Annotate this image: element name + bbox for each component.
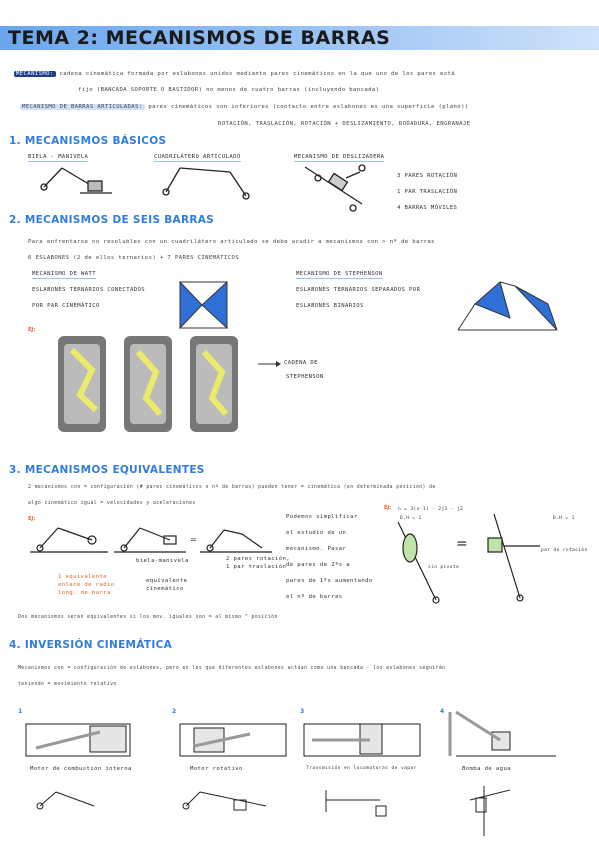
equiv-example-tag-1: EJ: [28, 516, 36, 522]
svg-text:=: = [456, 536, 468, 552]
equiv-para-2: el estudio de un [286, 530, 347, 536]
equiv-cap-sin-pivote: sin pivote [428, 565, 460, 570]
inversion-num-2: 2 [172, 708, 177, 715]
inversion-num-3: 3 [300, 708, 305, 715]
equiv-cap-4a: equivalente [146, 578, 188, 584]
label-watt: MECANISMO DE WATT [32, 271, 97, 279]
equiv-formula: n = 3(n-1) - 2j1 - j2 [398, 507, 464, 512]
watt-desc-1: ESLABONES TERNARIOS CONECTADOS [32, 287, 146, 293]
steph-desc-2: ESLABONES BINARIOS [296, 303, 364, 309]
inversion-num-1: 1 [18, 708, 23, 715]
equiv-cap-3b: enlace de radio [58, 582, 115, 588]
equivalent-ex2-drawings: = [397, 513, 540, 604]
intro-line-2: fijo (BANCADA SOPORTE O BASTIDOR) no men… [78, 87, 380, 93]
equiv-para-6: el nº de barras [286, 594, 343, 600]
inversion-line-1: Mecanismos con = configuración de eslabo… [18, 666, 446, 671]
inversion-cap-2: Motor rotativo [190, 766, 243, 772]
section-1-heading: 1. MECANISMOS BÁSICOS [9, 135, 167, 147]
boot-illustrations [58, 336, 281, 432]
equiv-para-3: mecanismo. Pasar [286, 546, 347, 552]
equiv-dof-2: D.H = 1 [553, 516, 575, 521]
cadena-label-1: CADENA DE [284, 360, 318, 366]
inversion-cap-4: Bomba de agua [462, 766, 511, 772]
equiv-para-4: de pares de 2ºs a [286, 562, 351, 568]
title-bar [0, 26, 599, 50]
six-line-2: 6 ESLABONES (2 de ellos ternarios) + 7 P… [28, 255, 239, 261]
page-title: TEMA 2: MECANISMOS DE BARRAS [8, 27, 391, 49]
equiv-line-1: 2 mecanismos con = configuración (# pare… [28, 485, 436, 490]
cuadrilatero-diagram [162, 167, 250, 200]
inversion-cap-1: Motor de combustión interna [30, 766, 132, 772]
inversion-line-2: teniendo = movimiento relativo [18, 682, 117, 687]
equiv-cap-biela: biela-manivela [136, 558, 189, 564]
label-deslizadera: MECANISMO DE DESLIZADERA [294, 154, 385, 162]
watt-diagram [179, 280, 228, 330]
six-example-tag: EJ: [28, 327, 36, 333]
note-pares-rotacion: 3 PARES ROTACIÓN [397, 173, 458, 179]
equiv-para-1: Podemos simplificar [286, 514, 358, 520]
label-biela-manivela: BIELA - MANIVELA [28, 154, 89, 162]
term-barras-articuladas: MECANISMO DE BARRAS ARTICULADAS: [20, 104, 145, 110]
watt-desc-2: POR PAR CINEMÁTICO [32, 303, 100, 309]
equiv-line-2: algo cinemático igual = velocidades y ac… [28, 501, 196, 506]
equiv-cap-4b: cinemático [146, 586, 184, 592]
deslizadera-diagram [304, 164, 366, 212]
inversion-num-4: 4 [440, 708, 445, 715]
equiv-dof-1: D.H = 1 [400, 516, 422, 521]
cadena-label-2: STEPHENSON [286, 374, 324, 380]
label-cuadrilatero: CUADRILÁTERO ARTICULADO [154, 154, 241, 162]
stephenson-diagram [457, 281, 558, 331]
steph-desc-1: ESLABONES TERNARIOS SEPARADOS POR [296, 287, 421, 293]
equiv-cap-2b: 1 par traslación [226, 564, 287, 570]
biela-manivela-diagram [40, 167, 112, 194]
intro-text-1: cadena cinemática formada por eslabones … [59, 71, 456, 77]
equiv-cap-3c: long. de barra [58, 590, 111, 596]
section-4-heading: 4. INVERSIÓN CINEMÁTICA [9, 639, 173, 651]
section-2-heading: 2. MECANISMOS DE SEIS BARRAS [9, 214, 215, 226]
equiv-example-tag-2: EJ: [384, 505, 392, 511]
inversion-cap-3: Transmisión en locomotoras de vapor [306, 766, 417, 771]
note-par-traslacion: 1 PAR TRASLACIÓN [397, 189, 458, 195]
intro-line-4: ROTACIÓN, TRASLACIÓN, ROTACIÓN + DESLIZA… [218, 121, 471, 127]
svg-text:=: = [190, 535, 197, 544]
equiv-footer: Dos mecanismos serán equivalentes si los… [18, 615, 278, 620]
equiv-cap-2a: 2 pares rotación, [226, 556, 291, 562]
equiv-cap-3a: 1 equivalente [58, 574, 107, 580]
intro-line-3: MECANISMO DE BARRAS ARTICULADAS: pares c… [20, 104, 469, 110]
equiv-cap-par-rotacion: par de rotación [541, 548, 588, 553]
term-mecanismo: MECANISMO: [14, 71, 56, 77]
section-3-heading: 3. MECANISMOS EQUIVALENTES [9, 464, 205, 476]
intro-line-1: MECANISMO: cadena cinemática formada por… [14, 71, 455, 77]
note-barras-moviles: 4 BARRAS MÓVILES [397, 205, 458, 211]
intro-text-3: pares cinemáticos son inferiores (contac… [148, 104, 469, 110]
six-line-1: Para enfrentarse no resolubles con un cu… [28, 239, 435, 245]
label-stephenson: MECANISMO DE STEPHENSON [296, 271, 383, 279]
equiv-para-5: pares de 1ºs aumentando [286, 578, 373, 584]
